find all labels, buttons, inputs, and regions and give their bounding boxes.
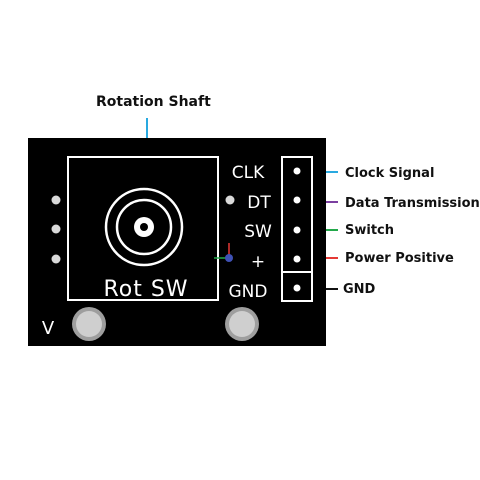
- mounting-hole-right-inner: [229, 311, 255, 337]
- knob-outer-ring: [104, 187, 184, 267]
- axis-gizmo-icon: [214, 243, 233, 262]
- pin-description-gnd: GND: [343, 282, 376, 297]
- pin-label-sw: SW: [244, 222, 272, 242]
- mounting-hole-left-inner: [76, 311, 102, 337]
- left-hole-1: [51, 195, 61, 205]
- encoder-outline: [67, 156, 219, 301]
- shaft-center-hole: [140, 223, 148, 231]
- pin-label-gnd: GND: [229, 282, 268, 302]
- header-pin-3: [293, 226, 301, 234]
- header-pin-4: [293, 255, 301, 263]
- corner-v-label: V: [42, 318, 55, 339]
- pin-label-plus: +: [251, 252, 265, 272]
- pin-description-switch: Switch: [345, 223, 395, 238]
- module-label: Rot SW: [103, 277, 188, 302]
- rotation-shaft-title: Rotation Shaft: [96, 94, 211, 110]
- knob-inner-ring: [115, 198, 173, 256]
- left-hole-3: [51, 254, 61, 264]
- left-hole-2: [51, 224, 61, 234]
- pin-description-data: Data Transmission: [345, 196, 480, 211]
- pin-description-clock: Clock Signal: [345, 166, 435, 181]
- pin-label-dt: DT: [247, 193, 271, 213]
- pin-label-clk: CLK: [232, 163, 265, 183]
- header-pin-1: [293, 167, 301, 175]
- header-pin-5: [293, 284, 301, 292]
- dt-side-hole: [225, 195, 235, 205]
- header-pin-2: [293, 196, 301, 204]
- pin-description-power: Power Positive: [345, 251, 454, 266]
- pin-header: [281, 156, 313, 302]
